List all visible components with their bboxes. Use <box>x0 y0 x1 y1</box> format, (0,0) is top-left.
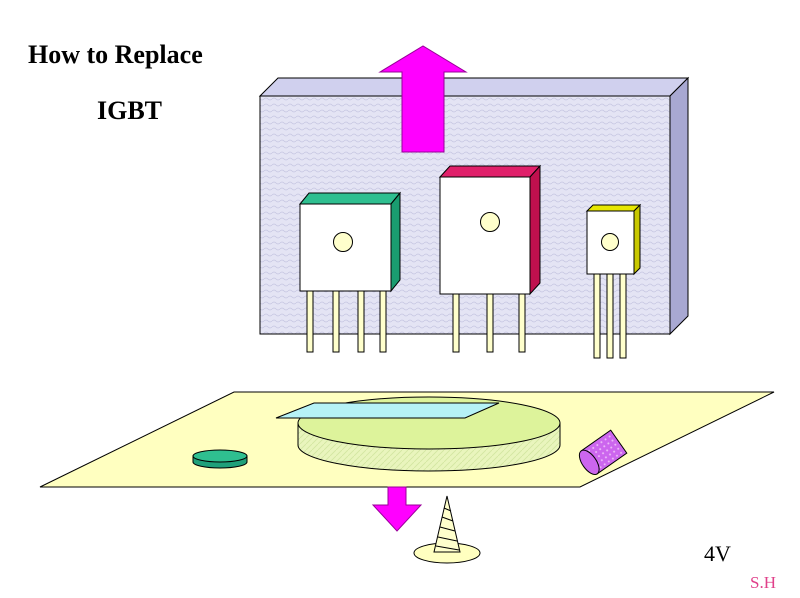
screw-shaft <box>433 495 461 553</box>
page-number: 4V <box>704 541 731 566</box>
igbt-left-side <box>390 191 401 293</box>
green-component-top <box>192 449 248 463</box>
igbt-left-lead-4 <box>379 290 387 353</box>
heat-sink-side <box>669 76 689 336</box>
igbt-middle-top <box>438 165 542 178</box>
igbt-right <box>585 203 642 359</box>
screw <box>413 495 481 564</box>
screw-threads <box>435 507 460 551</box>
igbt-left-lead-1 <box>306 290 314 353</box>
title-line-1: How to Replace <box>28 40 203 69</box>
igbt-middle-lead-1 <box>452 293 460 353</box>
igbt-middle-side <box>529 164 541 296</box>
capacitor <box>578 429 628 475</box>
igbt-middle-body <box>439 176 531 295</box>
igbt-right-lead-3 <box>619 273 627 359</box>
green-component <box>192 449 248 469</box>
igbt-middle-mounting-hole <box>480 212 500 232</box>
igbt-right-top <box>585 204 642 212</box>
igbt-left-lead-2 <box>332 290 340 353</box>
igbt-right-lead-1 <box>593 273 601 359</box>
heat-sink-top <box>258 77 690 97</box>
igbt-left-mounting-hole <box>333 232 353 252</box>
push-down-arrow <box>371 486 423 532</box>
igbt-middle <box>438 164 542 353</box>
igbt-left-top <box>298 192 402 205</box>
igbt-middle-lead-3 <box>518 293 526 353</box>
igbt-right-lead-2 <box>606 273 614 359</box>
igbt-middle-lead-2 <box>486 293 494 353</box>
igbt-left-lead-3 <box>357 290 365 353</box>
thermal-pad <box>275 402 500 419</box>
igbt-right-mounting-hole <box>601 233 619 251</box>
igbt-left <box>298 191 402 353</box>
capacitor-end <box>578 449 600 475</box>
author-initials: S.H <box>750 573 776 592</box>
title-line-2: IGBT <box>97 96 163 125</box>
lift-up-arrow <box>378 45 468 153</box>
igbt-right-side <box>633 203 641 276</box>
